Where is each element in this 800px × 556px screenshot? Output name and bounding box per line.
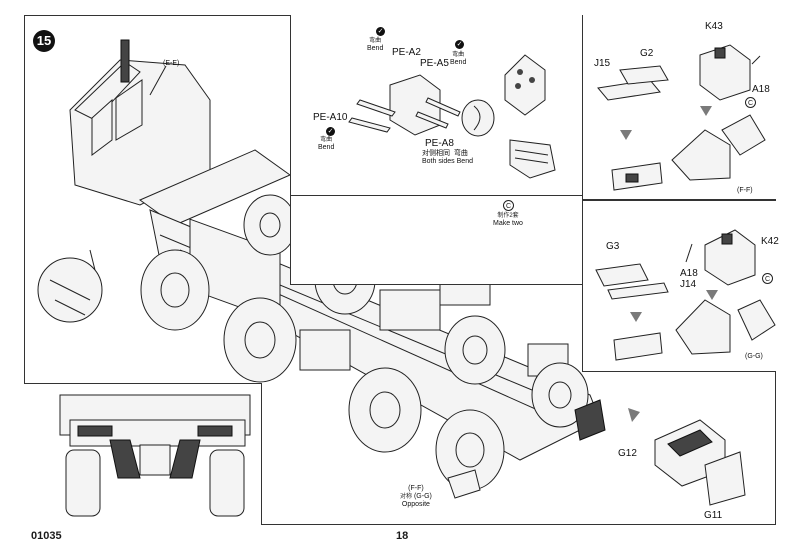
make-two-c-icon: C bbox=[503, 200, 514, 211]
sub-mid-callout: (G-G) bbox=[745, 353, 763, 360]
a18-pin-mid bbox=[685, 243, 693, 263]
g3-label: G3 bbox=[606, 241, 620, 252]
front-wheel-right bbox=[209, 449, 245, 517]
a18-label-top: A18 bbox=[752, 84, 770, 95]
opposite-en: Opposite bbox=[401, 501, 430, 508]
g2-part bbox=[619, 65, 669, 85]
catalog-number: 01035 bbox=[31, 530, 62, 542]
both-sides-label: 对侧相同 弯曲 Both sides Bend bbox=[422, 150, 473, 165]
pe-a5-strip bbox=[425, 97, 461, 117]
wheel-4 bbox=[435, 409, 505, 491]
pe-a8-label: PE-A8 bbox=[425, 138, 454, 149]
sub-top-callout: (F-F) bbox=[737, 187, 753, 194]
wheel-3 bbox=[348, 367, 422, 453]
main-bottom-callout: (F-F) bbox=[408, 485, 424, 492]
arrow-icon bbox=[620, 130, 632, 140]
pe-a8-strip bbox=[415, 111, 449, 129]
k43-part bbox=[699, 44, 751, 101]
j14-label: J14 bbox=[680, 279, 697, 290]
pe-a10-label: PE-A10 bbox=[313, 112, 348, 123]
pe-a5-label: PE-A5 bbox=[420, 58, 449, 69]
rear-mudflap-dark bbox=[574, 399, 606, 441]
wheel-6 bbox=[444, 315, 506, 385]
cab-window-right bbox=[115, 79, 143, 141]
g2-label: G2 bbox=[640, 48, 654, 59]
cab-window-left bbox=[91, 98, 113, 156]
exhaust-stack bbox=[120, 39, 130, 83]
step-number-icon: 15 bbox=[33, 30, 55, 52]
arrow-icon bbox=[700, 106, 712, 116]
g3-part bbox=[595, 263, 649, 287]
make-two-c-icon: C bbox=[762, 273, 773, 284]
g11-label: G11 bbox=[704, 510, 723, 521]
wheel-2 bbox=[223, 297, 297, 383]
arrow-icon bbox=[630, 312, 642, 322]
arrow-icon bbox=[706, 290, 718, 300]
g11-part bbox=[704, 451, 746, 506]
check-icon: ✓ bbox=[376, 27, 385, 36]
pe-a2-label: PE-A2 bbox=[392, 47, 421, 58]
assembled-bracket-top bbox=[671, 129, 731, 181]
pe-a10-strip bbox=[348, 117, 391, 133]
opposite-ref: (G-G) bbox=[413, 493, 432, 500]
step-right-dark bbox=[169, 439, 201, 479]
wheel-8 bbox=[243, 194, 297, 256]
k42-part bbox=[704, 229, 756, 286]
make-two-c-icon: C bbox=[745, 97, 756, 108]
page-number: 18 bbox=[396, 530, 409, 542]
g12-label: G12 bbox=[618, 448, 637, 459]
a18-label-mid: A18 bbox=[680, 268, 698, 279]
transmission bbox=[299, 329, 351, 371]
pe-result-top bbox=[504, 54, 546, 116]
pe-a2-strip bbox=[356, 99, 396, 117]
arrow-icon bbox=[628, 408, 640, 422]
mudflap-left-dark bbox=[77, 425, 113, 437]
fuel-tank bbox=[379, 289, 441, 331]
mudflap-right-dark bbox=[197, 425, 233, 437]
j14-part bbox=[607, 282, 669, 300]
opposite-cn: 对称 bbox=[400, 494, 413, 500]
step-left-dark bbox=[109, 439, 141, 479]
panel-c-mid bbox=[737, 299, 776, 341]
assembled-bracket-mid bbox=[675, 299, 731, 355]
check-icon: ✓ bbox=[326, 127, 335, 136]
a18-pin bbox=[751, 55, 761, 65]
pe-zoom-circle bbox=[461, 99, 495, 137]
front-axle-center bbox=[139, 444, 171, 476]
wheel-1 bbox=[140, 249, 210, 331]
wheel-7 bbox=[531, 362, 589, 428]
main-bottom-callout-group: (F-F) 对称 (G-G) Opposite bbox=[400, 485, 432, 509]
assembled-box-mid bbox=[613, 332, 663, 361]
j15-label: J15 bbox=[594, 58, 611, 69]
k42-label: K42 bbox=[761, 236, 779, 247]
panel-c-top bbox=[721, 114, 766, 156]
k43-label: K43 bbox=[705, 21, 723, 32]
bracket-part bbox=[447, 469, 481, 499]
main-top-callout: (E-E) bbox=[163, 60, 180, 67]
front-wheel-left bbox=[65, 449, 101, 517]
pe-result-bottom bbox=[509, 139, 556, 179]
check-icon: ✓ bbox=[455, 40, 464, 49]
